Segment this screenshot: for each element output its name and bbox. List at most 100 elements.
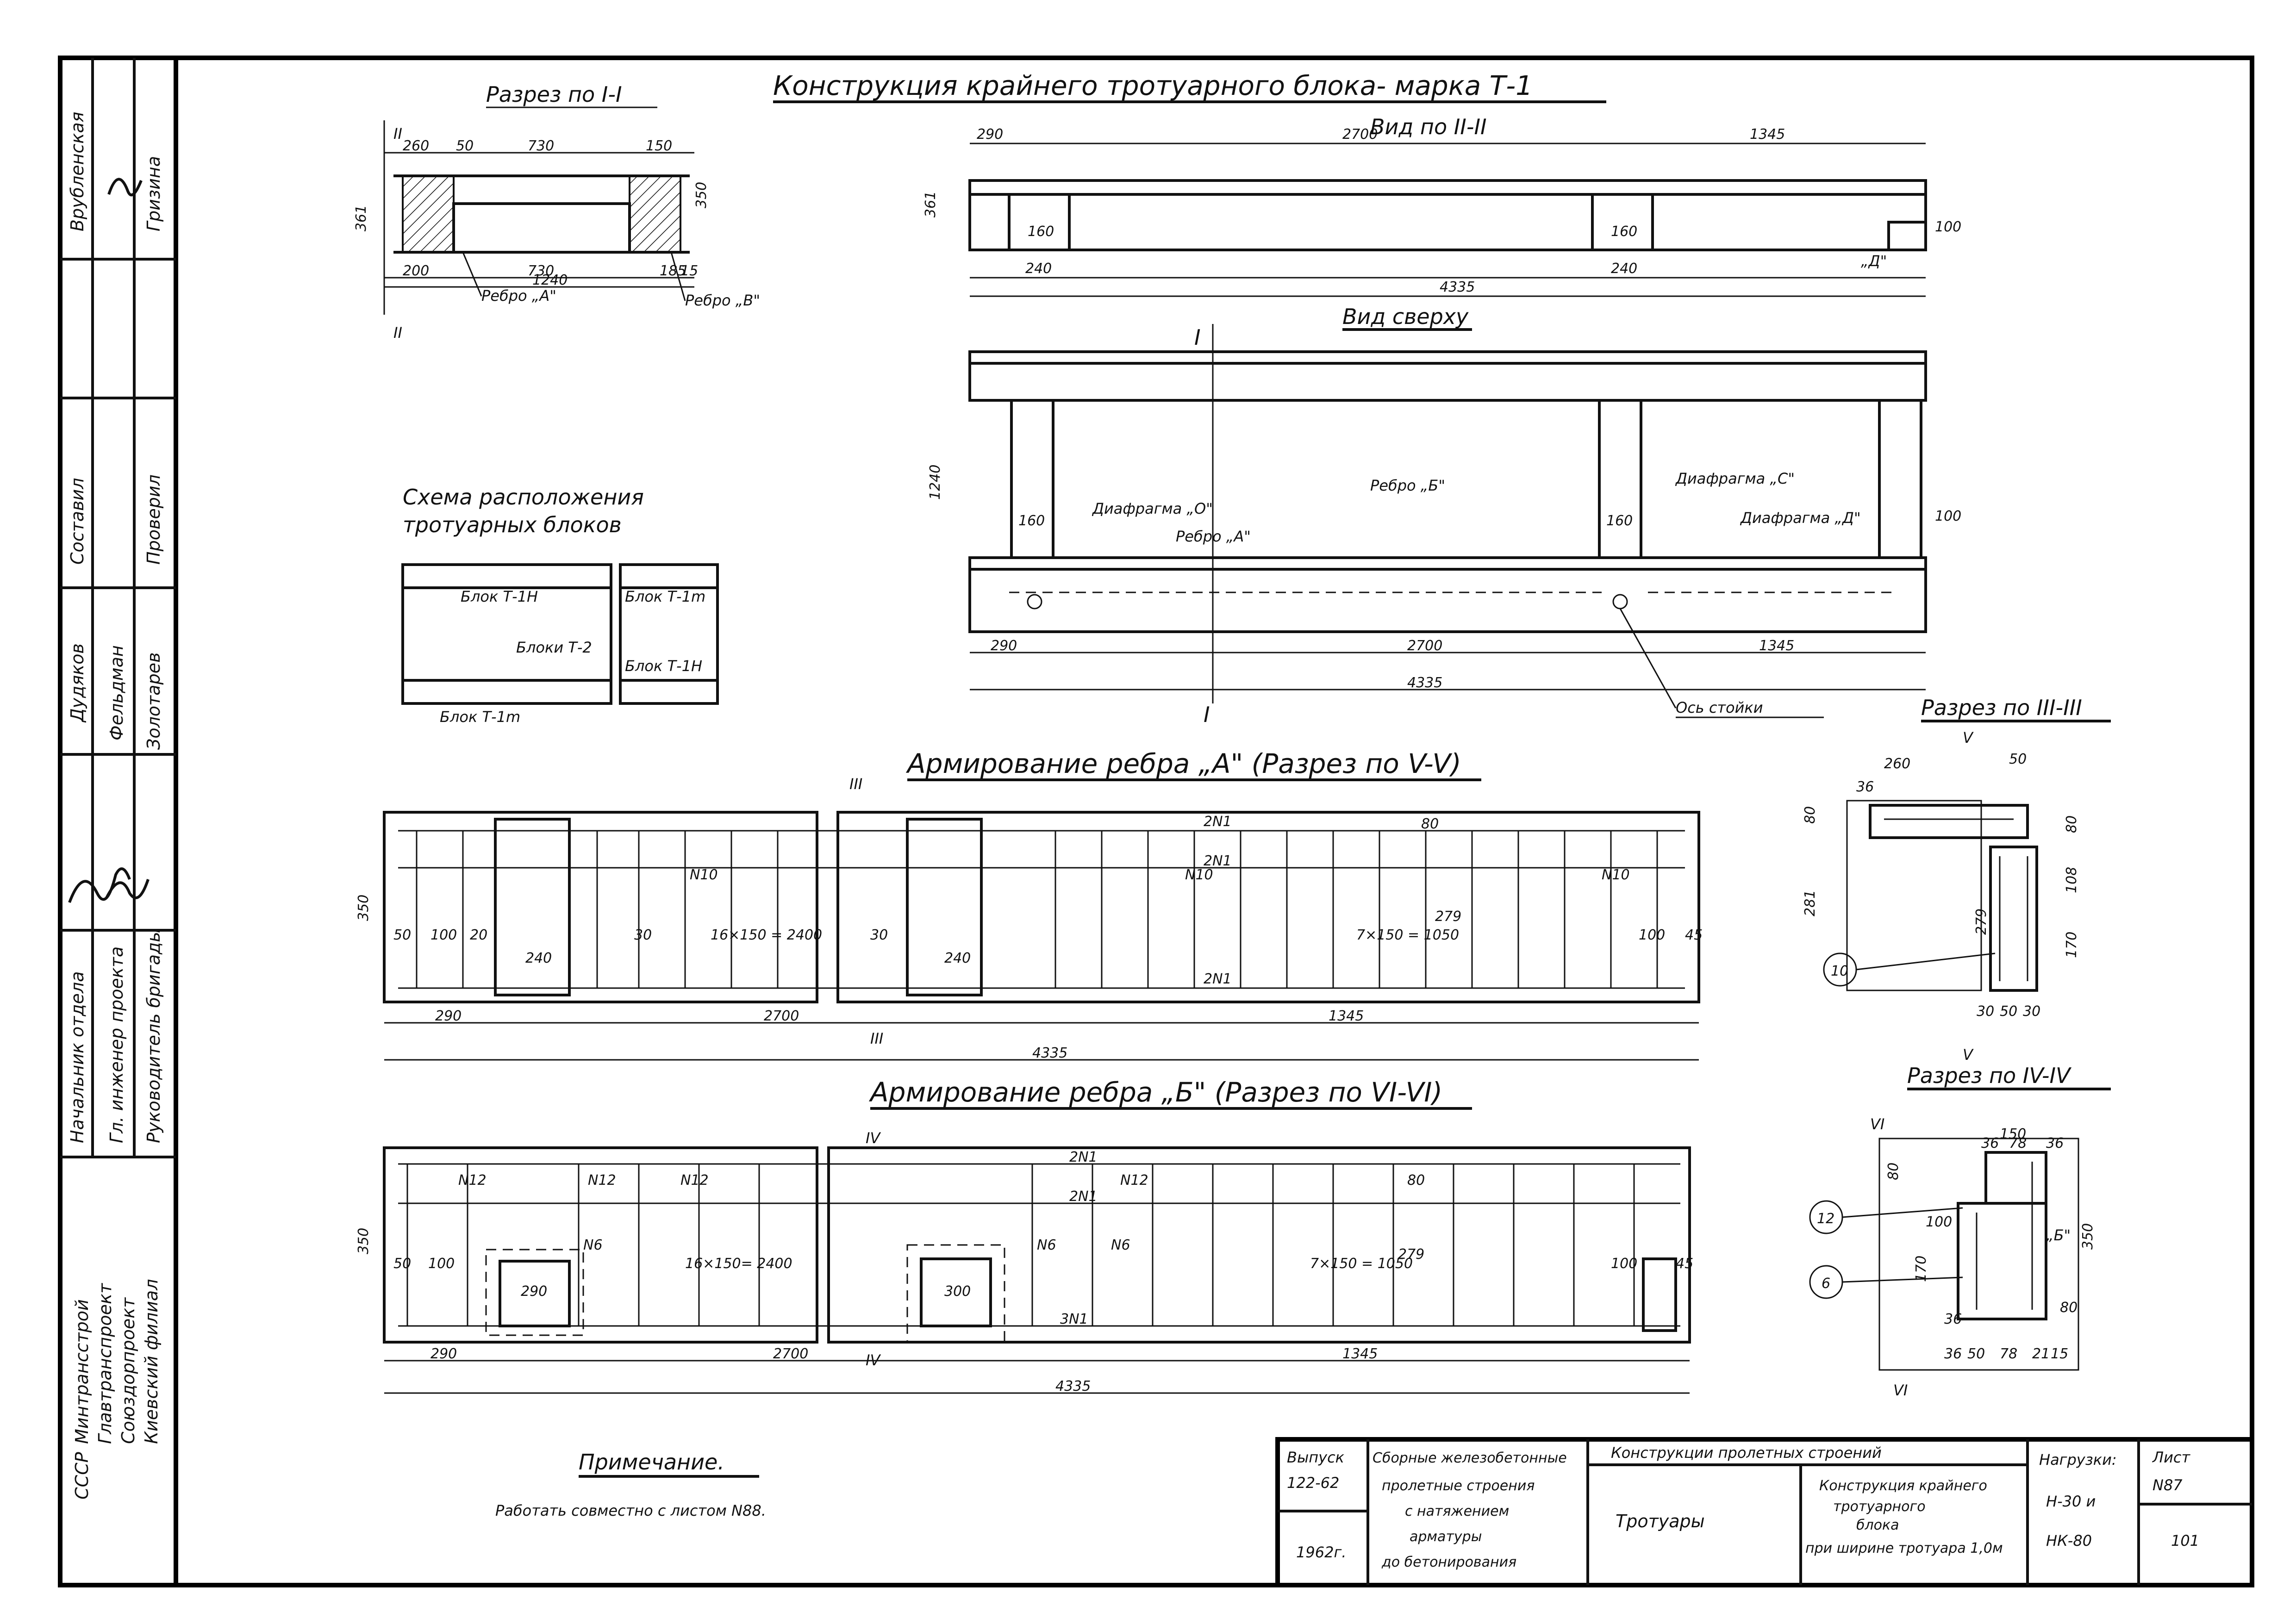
dimension-label: 240 [944,950,971,966]
dimension-label: 15 [2051,1346,2068,1362]
dimension-label: 150 [646,138,672,154]
dimension-label: 78 [2000,1346,2017,1362]
arm-b-title: Армирование ребра „Б" (Разрез по VI-VI) [868,1076,1442,1108]
main-title: Конструкция крайнего тротуарного блока- … [773,70,1533,101]
dimension-label: 80 [2060,1300,2078,1316]
dimension-label: 185 [660,263,686,279]
dimension-label: N10 [1602,867,1630,883]
view-top-title: Вид сверху [1342,304,1469,329]
stamp-org-5: Киевский филиал [141,1279,162,1444]
view-II-II: 290 2700 1345 4335 361 160 240 160 240 1… [923,126,1961,297]
mark-V-top: V [1963,729,1974,747]
dimension-label: 290 [977,126,1003,143]
stamp-role-6: Врубленская [67,112,87,231]
dimension-label: 160 [1611,224,1637,240]
layout-title-2: тротуарных блоков [403,512,622,537]
dimension-label: 2700 [773,1346,808,1362]
dimension-label: N10 [690,867,718,883]
mark-IV-top: IV [866,1129,881,1147]
dimension-label: 300 [944,1283,971,1300]
dimension-label: 279 [1398,1246,1424,1263]
stamp-role-5: Проверил [144,474,164,565]
stamp-role-2: Гл. инженер проекта [106,946,127,1143]
dimension-label: 2N1 [1204,971,1232,987]
tb-load-1: Н-30 и [2046,1493,2096,1510]
view-top: Вид сверху I 1240 160 160 100 290 2700 1… [927,304,1961,727]
stamp-org-3: Главтранспроект [95,1282,115,1444]
dimension-label: 36 [1981,1135,1999,1151]
dimension-label: 50 [1967,1346,1985,1362]
section-IV-IV: Разрез по IV-IV VI 150 36 78 36 80 170 3… [1809,1063,2111,1399]
dimension-label: 50 [393,927,411,943]
dimension-label: 45 [1676,1256,1693,1272]
mark-IV-bot: IV [866,1351,881,1369]
mark-II-bot: II [393,324,402,342]
tb-sheet-desc-4: при ширине тротуара 1,0м [1805,1540,2003,1556]
dimension-label: 281 [1802,890,1818,916]
note-title: Примечание. [579,1450,724,1475]
mark-II-top: II [393,125,402,143]
sec-IV-title: Разрез по IV-IV [1907,1063,2072,1088]
stamp-org-2: Минтрансстрой [72,1299,92,1444]
blok-t1h: Блок Т-1Н [461,588,538,605]
dimension-label: 2N1 [1204,814,1232,830]
tb-load-label: Нагрузки: [2039,1451,2117,1468]
dimension-label: 4335 [1407,675,1442,691]
tb-vypusk-label: Выпуск [1287,1449,1345,1466]
view-II-title: Вид по II-II [1370,114,1487,139]
dimension-label: 80 [1407,1172,1425,1188]
outer-border [58,56,2254,1587]
tb-series-4: арматуры [1410,1529,1482,1545]
dimension-label: 361 [353,205,369,231]
dimension-label: 100 [1611,1256,1637,1272]
dimension-label: 78 [2009,1135,2027,1151]
dimension-label: 36 [1856,779,1874,795]
diaf-d-label: Диафрагма „Д" [1740,509,1861,527]
dimension-label: 36 [1944,1346,1962,1362]
dimension-label: 200 [403,263,429,279]
tb-series-3: с натяжением [1405,1503,1509,1519]
stamp-role-7: Гризина [144,156,164,231]
dimension-label: 730 [528,263,554,279]
arm-a-16x150: 16×150 = 2400 [711,927,822,943]
dimension-label: 80 [2064,815,2080,833]
tb-vypusk-value: 122-62 [1287,1474,1339,1492]
dimension-label: 1345 [1750,126,1785,143]
dimension-label: N12 [458,1172,487,1188]
tb-series-1: Сборные железобетонные [1373,1450,1567,1466]
signature-1 [107,178,143,197]
dimension-label: 160 [1018,513,1045,529]
section-I-title: Разрез по I-I [486,82,622,107]
arm-a-title: Армирование ребра „А" (Разрез по V-V) [905,748,1461,779]
title-block: Выпуск 122-62 1962г. Сборные железобетон… [1275,1437,2254,1587]
dimension-label: 4335 [1032,1045,1067,1061]
dimension-label: 100 [428,1256,455,1272]
dimension-label: 1240 [927,465,943,500]
dimension-label: 100 [1639,927,1665,943]
tb-load-2: НК-80 [2046,1532,2092,1549]
stamp-org-4: Союздорпроект [118,1297,138,1444]
dimension-label: 350 [356,895,372,921]
tb-sheet-desc-3: блока [1856,1517,1899,1533]
dimension-label: 260 [403,138,429,154]
dimension-label: 240 [525,950,552,966]
arm-b-7x150: 7×150 = 1050 [1310,1256,1413,1272]
dimension-label: 45 [1685,927,1703,943]
dimension-label: 160 [1606,513,1633,529]
dimension-label: 100 [430,927,457,943]
dimension-label: 2N1 [1204,853,1232,869]
mark-VI-bot: VI [1893,1381,1908,1399]
tb-series-5: до бетонирования [1381,1554,1516,1570]
dimension-label: 4335 [1055,1378,1091,1394]
dimension-label: 30 [870,927,888,943]
dimension-label: 30 [634,927,652,943]
dimension-label: 80 [1421,816,1439,832]
tb-subject: Тротуары [1616,1511,1705,1531]
arm-b-16x150: 16×150= 2400 [685,1256,792,1272]
stamp-role-1: Начальник отдела [67,971,87,1143]
dimension-label: 240 [1025,261,1052,277]
stamp-role-4: Составил [67,478,87,565]
mark-VI-top: VI [1870,1115,1884,1133]
dimension-label: 50 [456,138,474,154]
dimension-label: 21 [2032,1346,2050,1362]
